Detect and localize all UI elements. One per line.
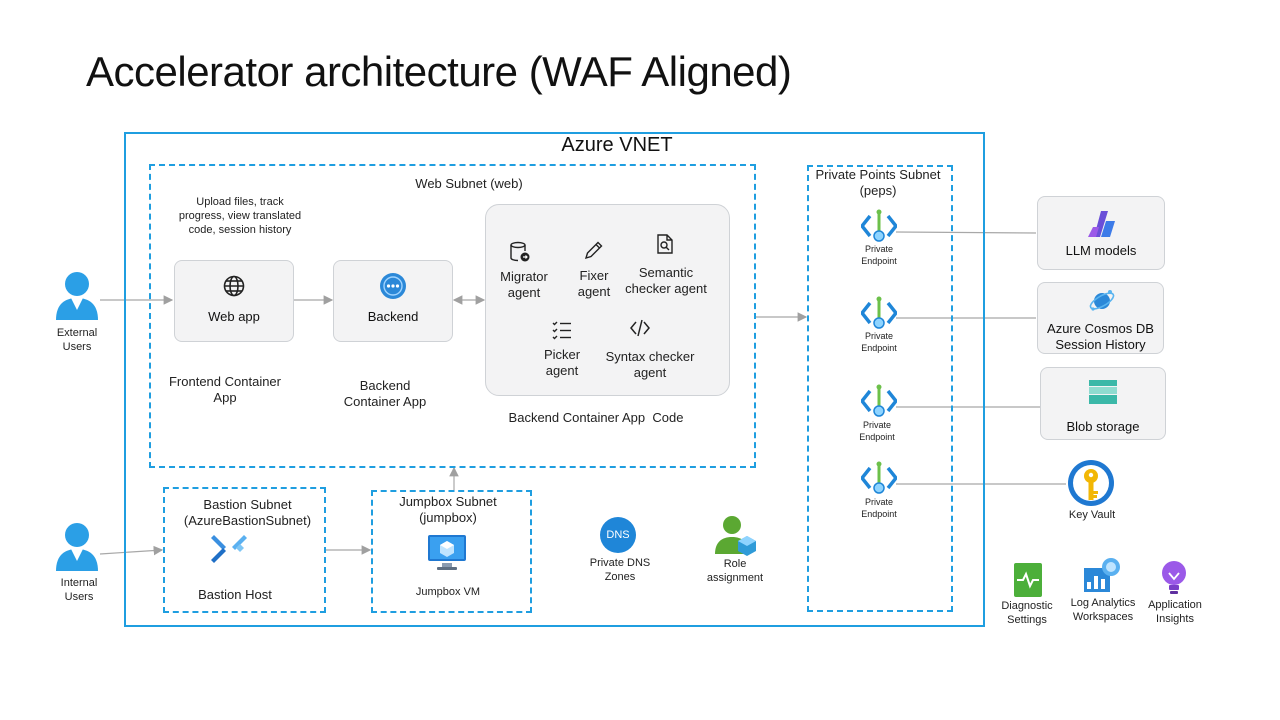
peps-subnet-label: Private Points Subnet (peps) [815, 167, 941, 198]
frontend-caption: Frontend Container App [168, 374, 281, 405]
role-assignment-label: Role assignment [706, 558, 764, 584]
internal-users-label: Internal Users [60, 577, 98, 603]
page-title: Accelerator architecture (WAF Aligned) [86, 48, 792, 95]
key-vault-icon[interactable] [1066, 458, 1116, 508]
log-analytics-label: Log Analytics Workspaces [1070, 597, 1136, 623]
diagnostic-settings-label: Diagnostic Settings [1001, 600, 1053, 626]
pencil-icon [582, 238, 606, 262]
semantic-checker-agent: Semantic checker agent [625, 265, 707, 296]
log-analytics-icon [1084, 556, 1122, 594]
web-app-label: Web app [208, 309, 260, 324]
diagnostic-settings-icon [1013, 562, 1043, 598]
dns-zones-label: Private DNS Zones [589, 557, 651, 583]
llm-models-label: LLM models [1065, 243, 1137, 258]
document-search-icon [653, 232, 677, 256]
web-subnet-label: Web Subnet (web) [415, 176, 523, 191]
vnet-label: Azure VNET [561, 134, 673, 156]
cosmos-db-icon [1088, 287, 1116, 315]
jumpbox-subnet-label: Jumpbox Subnet (jumpbox) [399, 494, 497, 525]
private-endpoint-label: Private Endpoint [859, 420, 895, 442]
user-icon [54, 521, 100, 575]
cosmos-db-label: Azure Cosmos DB Session History [1047, 321, 1154, 352]
private-endpoint-icon [861, 460, 897, 496]
private-endpoint-icon [861, 383, 897, 419]
backend-label: Backend [367, 309, 419, 324]
backend-card[interactable]: Backend [333, 260, 453, 342]
user-icon [54, 270, 100, 324]
blob-storage-card[interactable]: Blob storage [1040, 367, 1166, 440]
bastion-icon [210, 531, 248, 567]
llm-models-card[interactable]: LLM models [1037, 196, 1165, 270]
ai-foundry-icon [1086, 209, 1116, 239]
backend-caption: Backend Container App [343, 378, 427, 409]
jumpbox-subnet [371, 490, 532, 613]
private-endpoint-label: Private Endpoint [861, 244, 897, 266]
key-vault-label: Key Vault [1068, 509, 1116, 521]
private-endpoint-icon [861, 295, 897, 331]
jumpbox-vm-label: Jumpbox VM [415, 586, 481, 598]
private-endpoint-label: Private Endpoint [861, 497, 897, 519]
container-app-icon [379, 272, 407, 300]
private-endpoint-label: Private Endpoint [861, 331, 897, 353]
migrator-agent: Migrator agent [500, 269, 548, 300]
database-icon [508, 240, 532, 264]
azure-vnet-boundary [124, 132, 985, 627]
private-endpoint-icon [861, 208, 897, 244]
checklist-icon [550, 318, 574, 342]
blob-storage-label: Blob storage [1066, 419, 1140, 434]
syntax-checker-agent: Syntax checker agent [605, 349, 695, 380]
web-subnet [149, 164, 756, 468]
bastion-subnet-label: Bastion Subnet (AzureBastionSubnet) [183, 497, 312, 528]
upload-note: Upload files, track progress, view trans… [178, 196, 302, 236]
dns-icon: DNS [600, 517, 636, 553]
agents-caption: Backend Container App Code [508, 410, 684, 425]
code-icon [628, 316, 652, 340]
virtual-machine-icon [427, 533, 467, 573]
web-app-card[interactable]: Web app [174, 260, 294, 342]
bastion-host-label: Bastion Host [198, 587, 272, 602]
external-users-label: External Users [56, 327, 98, 353]
role-assignment-icon [715, 514, 759, 558]
fixer-agent: Fixer agent [577, 268, 611, 299]
cosmos-db-card[interactable]: Azure Cosmos DB Session History [1037, 282, 1164, 354]
private-endpoints-subnet [807, 165, 953, 612]
storage-icon [1089, 380, 1117, 404]
picker-agent: Picker agent [543, 347, 581, 378]
application-insights-label: Application Insights [1148, 599, 1202, 625]
agents-card [485, 204, 730, 396]
globe-icon [222, 274, 246, 298]
application-insights-icon [1160, 560, 1188, 596]
bastion-subnet [163, 487, 326, 613]
